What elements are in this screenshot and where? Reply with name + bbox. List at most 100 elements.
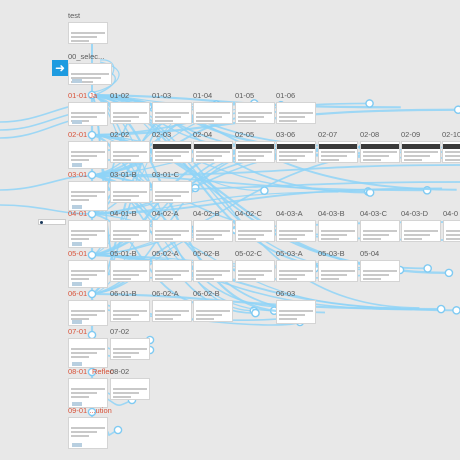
hotspot-node[interactable] — [453, 105, 460, 115]
screen-thumbnail-05-01[interactable] — [68, 260, 108, 288]
hotspot-node[interactable] — [87, 209, 97, 219]
screen-thumbnail-06-01-B[interactable] — [110, 300, 150, 322]
hotspot-node[interactable] — [87, 170, 97, 180]
screen-thumbnail-07-01[interactable] — [68, 338, 108, 368]
thumbnail-text-line — [113, 274, 139, 276]
arrow-right-icon[interactable]: ➜ — [52, 60, 68, 76]
screen-thumbnail-05-03-A[interactable] — [276, 260, 316, 282]
hotspot-node[interactable] — [436, 304, 446, 314]
screen-label-04-03-A: 04-03-A — [276, 209, 303, 218]
screen-thumbnail-03-01[interactable] — [68, 181, 108, 211]
thumbnail-text-line — [279, 155, 305, 157]
screen-thumbnail-02-02[interactable] — [110, 141, 150, 163]
screen-thumbnail-03-01-C[interactable] — [152, 181, 192, 203]
screen-label-05-01-B: 05-01-B — [110, 249, 137, 258]
screen-thumbnail-01-01[interactable] — [68, 102, 108, 126]
screen-thumbnail-02-08[interactable] — [360, 141, 400, 163]
thumbnail-text-line — [113, 116, 139, 118]
screen-thumbnail-02-04[interactable] — [193, 141, 233, 163]
screen-thumbnail-04-02-C[interactable] — [235, 220, 275, 242]
screen-thumbnail-03-06[interactable] — [276, 141, 316, 163]
screen-thumbnail-04-03-C[interactable] — [360, 220, 400, 242]
screen-thumbnail-04-02-B[interactable] — [193, 220, 233, 242]
screen-thumbnail-04-0x[interactable] — [443, 220, 460, 242]
home-screen-marker[interactable] — [38, 219, 66, 225]
hotspot-node[interactable] — [251, 308, 260, 318]
screen-thumbnail-08-02[interactable] — [110, 378, 150, 400]
screen-thumbnail-01-03[interactable] — [152, 102, 192, 124]
screen-thumbnail-08-01[interactable] — [68, 378, 108, 408]
hotspot-node[interactable] — [444, 268, 454, 278]
screen-label-04-02-B: 04-02-B — [193, 209, 220, 218]
screen-thumbnail-06-03[interactable] — [276, 300, 316, 324]
thumbnail-header-band — [361, 144, 399, 149]
screen-thumbnail-01-02[interactable] — [110, 102, 150, 124]
screen-thumbnail-00[interactable] — [68, 63, 112, 85]
screen-thumbnail-01-06[interactable] — [276, 102, 316, 124]
screen-thumbnail-01-04[interactable] — [193, 102, 233, 124]
screen-thumbnail-01-05[interactable] — [235, 102, 275, 124]
thumbnail-text-line — [321, 159, 339, 161]
hotspot-node[interactable] — [260, 186, 269, 195]
screen-label-07-02: 07-02 — [110, 327, 130, 336]
screen-label-06-01: 06-01 — [68, 289, 88, 298]
screen-label-08-01: 08-01 — [68, 367, 88, 376]
thumbnail-text-line — [321, 274, 347, 276]
thumbnail-text-line — [238, 270, 272, 272]
screen-thumbnail-04-03-D[interactable] — [401, 220, 441, 242]
screen-thumbnail-05-04[interactable] — [360, 260, 400, 282]
hotspot-node[interactable] — [87, 407, 97, 417]
hotspot-node[interactable] — [423, 264, 432, 273]
hotspot-node[interactable] — [87, 250, 97, 260]
screen-thumbnail-06-02-A[interactable] — [152, 300, 192, 322]
screen-thumbnail-test[interactable] — [68, 22, 108, 44]
screen-thumbnail-09-01[interactable] — [68, 417, 108, 449]
screen-thumbnail-04-01-B[interactable] — [110, 220, 150, 242]
screen-thumbnail-02-10[interactable] — [442, 141, 460, 163]
thumbnail-text-line — [71, 151, 105, 153]
screen-label-04-03-D: 04-03-D — [401, 209, 429, 218]
screen-thumbnail-02-09[interactable] — [401, 141, 441, 163]
hotspot-node[interactable] — [87, 90, 97, 100]
screen-label-03-01-B: 03-01-B — [110, 170, 137, 179]
screen-thumbnail-04-03-A[interactable] — [276, 220, 316, 242]
thumbnail-text-line — [113, 199, 131, 201]
screen-label-02-05: 02-05 — [235, 130, 255, 139]
screen-label-04-03-C: 04-03-C — [360, 209, 388, 218]
thumbnail-text-line — [71, 112, 105, 114]
screen-thumbnail-05-02-C[interactable] — [235, 260, 275, 282]
thumbnail-text-line — [113, 195, 139, 197]
screen-thumbnail-02-07[interactable] — [318, 141, 358, 163]
thumbnail-header-band — [443, 144, 460, 149]
screen-thumbnail-02-05[interactable] — [235, 141, 275, 163]
screen-thumbnail-04-02-A[interactable] — [152, 220, 192, 242]
hotspot-node[interactable] — [87, 130, 97, 140]
screen-thumbnail-04-01[interactable] — [68, 220, 108, 248]
link-path — [0, 204, 91, 215]
screen-thumbnail-02-01[interactable] — [68, 141, 108, 169]
link-path — [119, 164, 460, 176]
screen-thumbnail-05-01-B[interactable] — [110, 260, 150, 282]
screen-thumbnail-07-02[interactable] — [110, 338, 150, 360]
hotspot-node[interactable] — [113, 425, 123, 435]
screen-thumbnail-06-02-B[interactable] — [193, 300, 233, 322]
thumbnail-text-line — [279, 318, 297, 320]
screen-thumbnail-06-01[interactable] — [68, 300, 108, 326]
hotspot-node[interactable] — [87, 289, 97, 299]
hotspot-node[interactable] — [87, 367, 97, 377]
screen-thumbnail-02-03[interactable] — [152, 141, 192, 163]
hotspot-node[interactable] — [452, 306, 460, 315]
screen-thumbnail-05-02-B[interactable] — [193, 260, 233, 282]
thumbnail-text-line — [113, 314, 139, 316]
screen-thumbnail-05-02-A[interactable] — [152, 260, 192, 282]
home-dot-icon — [40, 221, 43, 224]
screen-thumbnail-04-03-B[interactable] — [318, 220, 358, 242]
thumbnail-text-line — [446, 234, 460, 236]
thumbnail-text-line — [279, 238, 297, 240]
screen-thumbnail-05-03-B[interactable] — [318, 260, 358, 282]
hotspot-node[interactable] — [365, 99, 374, 108]
thumbnail-text-line — [238, 159, 256, 161]
thumbnail-text-line — [196, 318, 214, 320]
screen-thumbnail-03-01-B[interactable] — [110, 181, 150, 203]
